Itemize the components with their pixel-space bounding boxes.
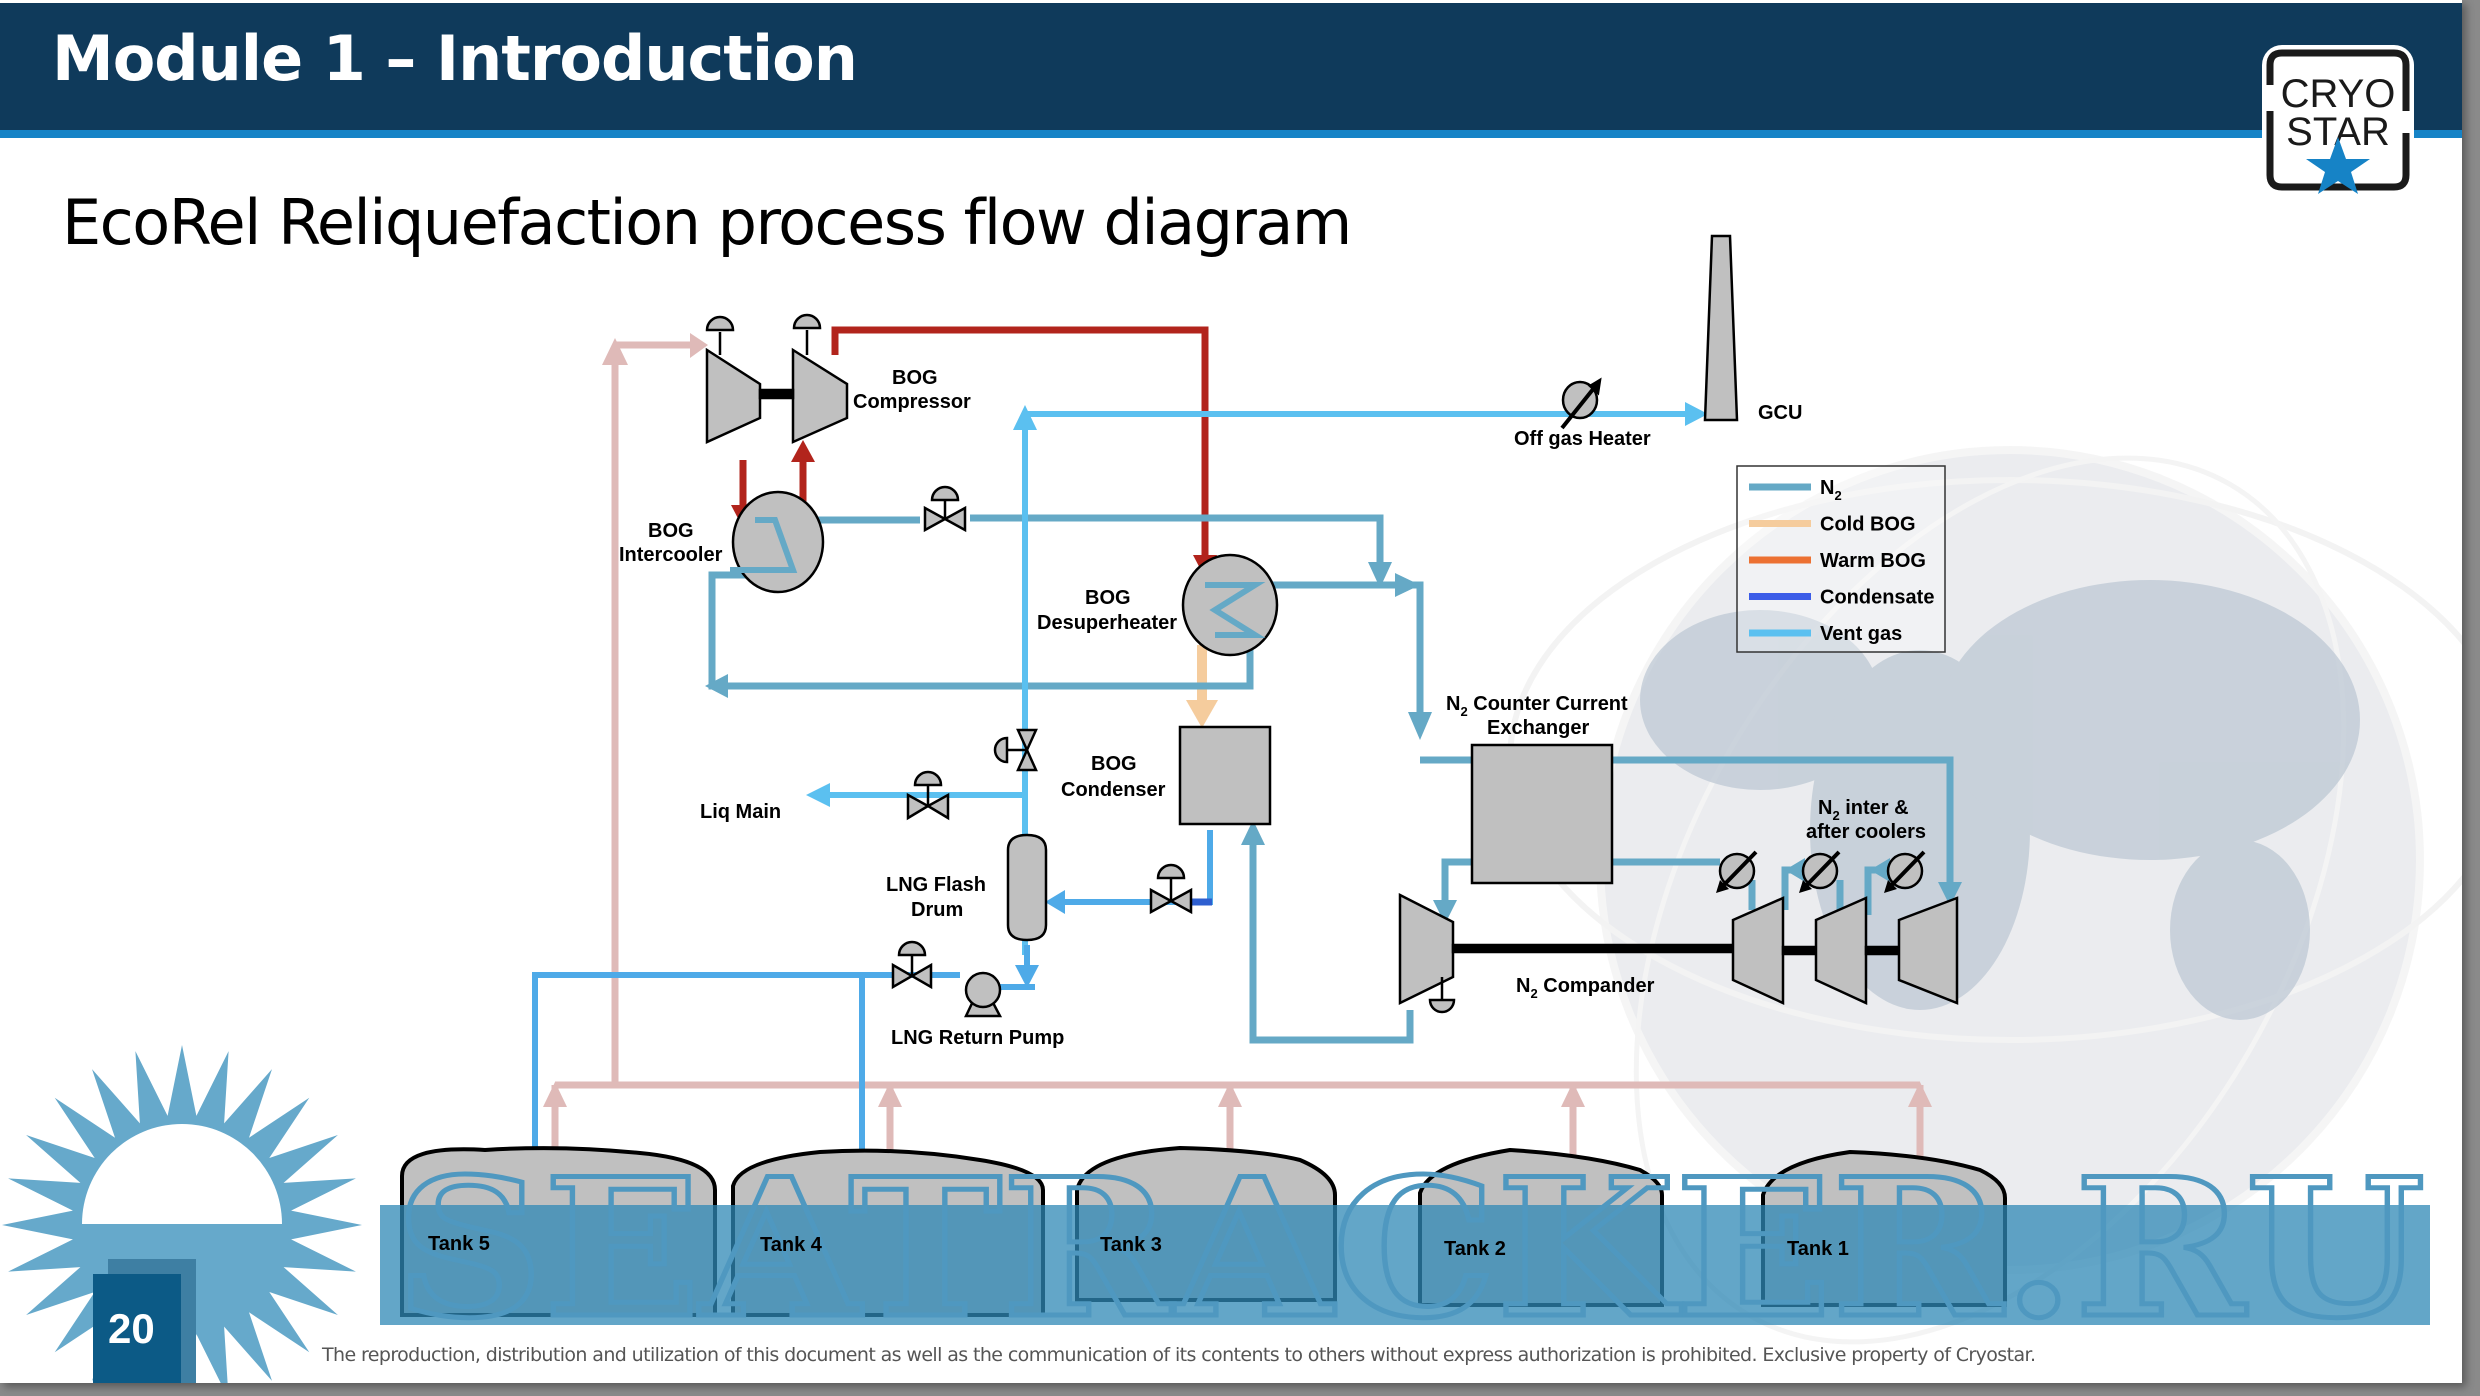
legend-label: Vent gas [1820,623,1902,645]
n2-arrows [705,562,1962,924]
module-title: Module 1 – Introduction [52,22,858,95]
cryostar-logo: CRYO STAR [2262,45,2414,195]
off-gas-heater [1560,377,1602,430]
globe-background [1507,446,2462,1345]
n2-counter-current-exchanger [1470,743,1614,885]
n2-compressor-stages [1731,896,1959,1005]
n2-coolers [1716,850,1926,893]
legend-label: Condensate [1820,587,1934,609]
header-bar [0,3,2462,130]
gcu-stack [1703,234,1739,422]
bog-desuperheater [1181,553,1279,657]
page-number: 20 [108,1305,155,1352]
label-tank-1: Tank 1 [1787,1238,1849,1260]
label-off-gas-heater: Off gas Heater [1514,428,1651,450]
label-liq-main: Liq Main [700,801,781,823]
watermark-text: SEATRACKER.RU [395,1137,2425,1360]
lng-flash-drum [1006,833,1048,942]
label-bog-desuperheater-2: Desuperheater [1037,612,1177,634]
legend-label: Warm BOG [1820,550,1926,572]
label-bog-intercooler-2: Intercooler [619,544,723,566]
label-tank-3: Tank 3 [1100,1234,1162,1256]
label-n2-exchanger-2: Exchanger [1487,717,1589,739]
label-n2-coolers-2: after coolers [1806,821,1926,843]
bog-intercooler [731,490,825,594]
label-bog-condenser-2: Condenser [1061,779,1166,801]
label-n2-exchanger-1: N2 Counter Current [1446,693,1628,719]
header-stripe [0,130,2462,138]
cold-bog-pipe [1186,645,1218,728]
n2-compander-expander [1398,892,1456,1014]
compander-shaft [1451,943,1735,954]
bog-condenser [1178,725,1272,826]
valve-liq-main [906,770,950,821]
label-bog-compressor-1: BOG [892,367,938,389]
bog-compressor [705,313,849,444]
label-bog-intercooler-1: BOG [648,520,694,542]
label-bog-compressor-2: Compressor [853,391,971,413]
valve-condensate [1149,863,1193,915]
label-tank-4: Tank 4 [760,1234,823,1256]
valve-return-pump [891,940,933,990]
label-bog-desuperheater-1: BOG [1085,587,1131,609]
label-tank-2: Tank 2 [1444,1238,1506,1260]
label-lng-flash-drum-2: Drum [911,899,963,921]
legend-label: Cold BOG [1820,514,1916,536]
watermark: SEATRACKER.RU [380,1135,2430,1363]
footer-disclaimer: The reproduction, distribution and utili… [322,1344,2036,1366]
sun-decoration [2,1045,362,1383]
legend-label: N2 [1820,477,1842,503]
label-lng-return-pump: LNG Return Pump [891,1027,1064,1049]
lng-return-pump [964,971,1003,1018]
globe-continents [1640,580,2360,1020]
label-lng-flash-drum-1: LNG Flash [886,874,986,896]
label-gcu: GCU [1758,402,1802,424]
cryostar-logo-graphic: CRYO STAR [2262,49,2414,194]
slide-title: EcoRel Reliquefaction process flow diagr… [62,186,1352,259]
vent-gas-arrows [806,402,1708,807]
heat-exchanger-coils [730,517,1266,638]
bog-header-arrows [543,333,1932,1107]
star-icon [2306,137,2370,194]
valve-intercooler-bypass [923,485,967,533]
label-n2-compander: N2 Compander [1516,975,1655,1001]
label-n2-coolers-1: N2 inter & [1818,797,1909,823]
label-tank-5: Tank 5 [428,1233,490,1255]
label-bog-condenser-1: BOG [1091,753,1137,775]
valve-vent [993,728,1038,772]
logo-text-cryo: CRYO [2281,72,2396,116]
